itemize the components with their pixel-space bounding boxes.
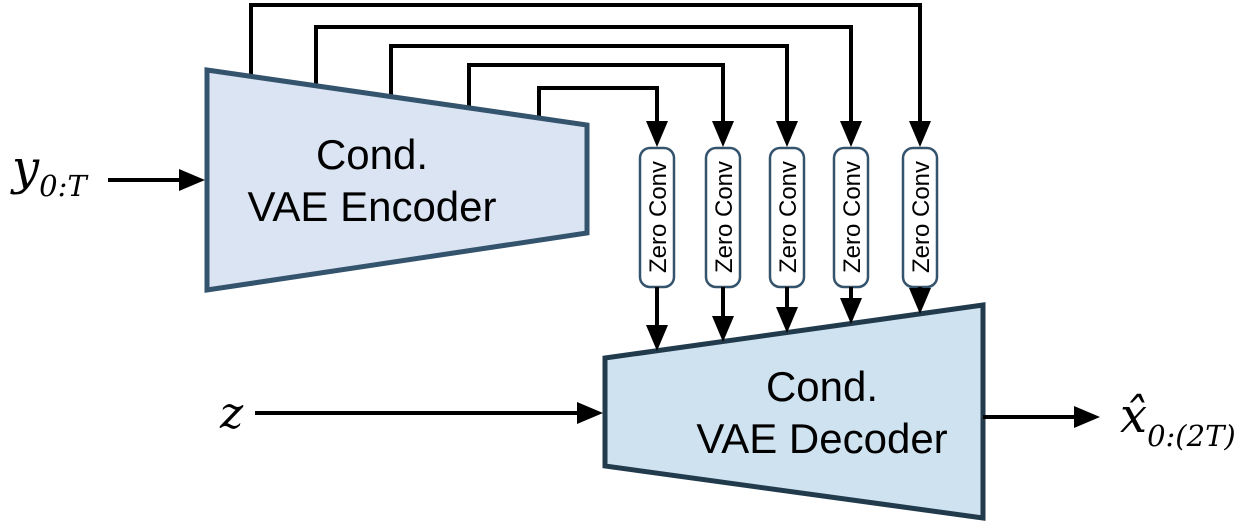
zero-conv-label: Zero Conv — [839, 161, 866, 273]
zero-conv-label: Zero Conv — [908, 161, 935, 273]
arrowhead-right-icon — [1074, 406, 1100, 428]
arrowhead-down-icon — [840, 121, 862, 147]
arrowhead-down-icon — [909, 288, 931, 314]
skip-arrowheads — [646, 121, 931, 147]
arrowhead-down-icon — [909, 121, 931, 147]
encoder-trapezoid — [204, 67, 590, 293]
zero-conv-label: Zero Conv — [775, 161, 802, 273]
decoder-trapezoid — [602, 302, 986, 521]
skip-connection-line — [467, 63, 725, 123]
arrowhead-down-icon — [840, 298, 862, 324]
decoder-label-line2: VAE Decoder — [696, 415, 947, 462]
arrowhead-right-icon — [179, 169, 205, 191]
arrowhead-down-icon — [646, 121, 668, 147]
encoder-label-line1: Cond. — [316, 131, 428, 178]
input-label-y: y0:T — [10, 140, 89, 203]
arrowhead-down-icon — [712, 316, 734, 342]
skip-connection-line — [314, 25, 853, 123]
skip-connection-line — [537, 86, 659, 123]
arrowhead-down-icon — [646, 325, 668, 351]
skip-connections — [249, 3, 922, 123]
zero-conv-row: Zero Conv Zero Conv Zero Conv Zero Conv … — [638, 146, 939, 289]
skip-connection-line — [389, 44, 789, 123]
arrowhead-right-icon — [577, 402, 603, 424]
decoder-label-line1: Cond. — [766, 363, 878, 410]
zero-conv-label: Zero Conv — [711, 161, 738, 273]
conditioning-arrowheads — [646, 288, 931, 351]
output-label-xhat: x̂0:(2T) — [1120, 388, 1236, 453]
conditioning-arrows — [655, 287, 922, 327]
arrowhead-down-icon — [712, 121, 734, 147]
arrowhead-down-icon — [776, 307, 798, 333]
zero-conv-label: Zero Conv — [645, 161, 672, 273]
input-label-z: z — [219, 388, 244, 439]
arrowhead-down-icon — [776, 121, 798, 147]
skip-connection-line — [249, 3, 922, 123]
encoder-label-line2: VAE Encoder — [247, 183, 496, 230]
